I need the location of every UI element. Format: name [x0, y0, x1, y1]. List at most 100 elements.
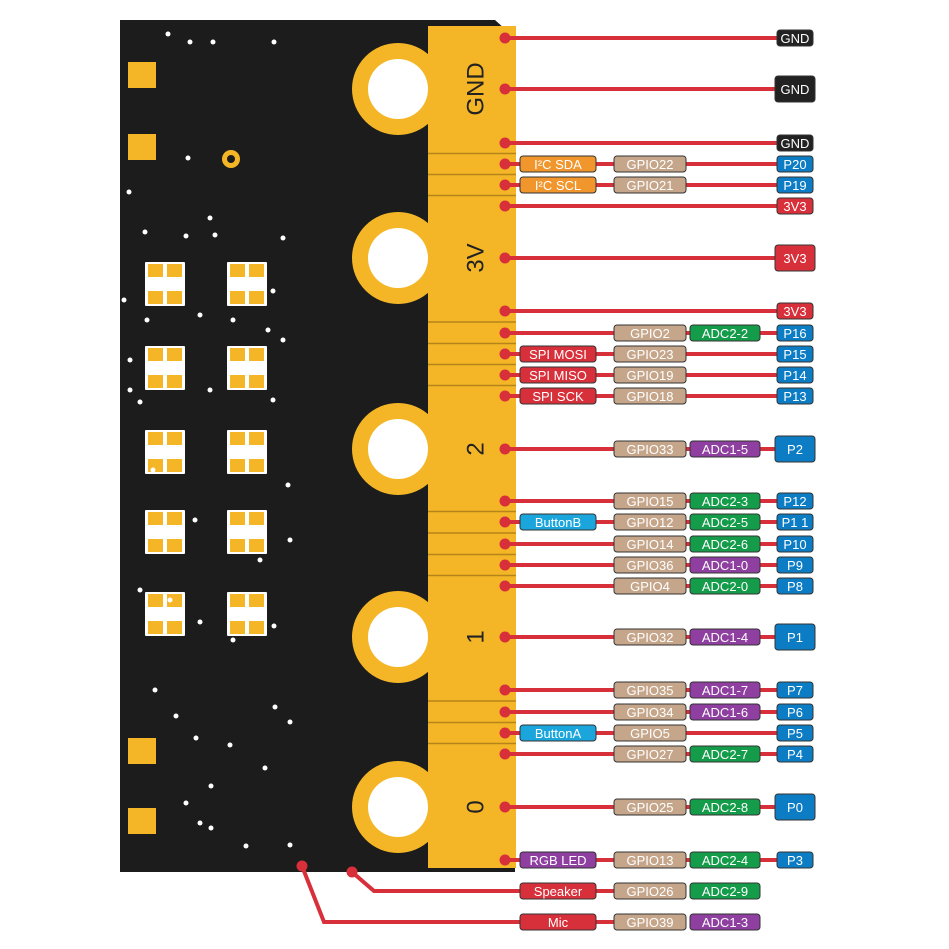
pin-label: 3V3 [783, 304, 806, 319]
peripheral-label-box [519, 513, 597, 531]
gpio-label-box [613, 176, 687, 194]
gpio-label-box [613, 535, 687, 553]
led-component [145, 430, 185, 474]
peripheral-label-box [519, 155, 597, 173]
adc-label-box [689, 492, 761, 510]
pin-label-box [776, 492, 814, 510]
via [265, 327, 271, 333]
adc-label: ADC2-0 [702, 579, 748, 594]
pin-label: P13 [783, 389, 806, 404]
gpio-label: GPIO5 [630, 726, 670, 741]
pad-label: 3V [463, 243, 490, 272]
pin-row: 3V3 [776, 302, 814, 320]
wire-dot [499, 538, 511, 550]
gpio-label-box [613, 556, 687, 574]
adc-label: ADC1-5 [702, 442, 748, 457]
wire-dot [499, 580, 511, 592]
via [280, 337, 286, 343]
via [208, 783, 214, 789]
via [152, 687, 158, 693]
peripheral-label-box [519, 913, 597, 931]
adc-label: ADC2-7 [702, 747, 748, 762]
led-component [227, 430, 267, 474]
gpio-label-box [613, 913, 687, 931]
pin-label: P8 [787, 579, 803, 594]
pin-label: P1 1 [782, 515, 809, 530]
pin-label-box [776, 513, 814, 531]
gpio-label: GPIO14 [627, 537, 674, 552]
wire-dot [499, 516, 511, 528]
pin-label-box [776, 176, 814, 194]
wire-dot [499, 305, 511, 317]
adc-label: ADC2-6 [702, 537, 748, 552]
led-component [145, 592, 185, 636]
smd-pad [128, 738, 156, 764]
adc-label-box [689, 628, 761, 646]
gpio-label: GPIO35 [627, 683, 674, 698]
via [185, 155, 191, 161]
pin-label-box [776, 535, 814, 553]
pin-label-box [774, 623, 816, 651]
pin-label: P5 [787, 726, 803, 741]
wire-dot [346, 866, 358, 878]
gpio-label-box [613, 745, 687, 763]
via [270, 397, 276, 403]
wire-dot [499, 327, 511, 339]
adc-label-box [689, 440, 761, 458]
adc-label: ADC2-4 [702, 853, 748, 868]
adc-label-box [689, 513, 761, 531]
pin-label-box [776, 134, 814, 152]
wire-dot [499, 179, 511, 191]
pad-label: 2 [463, 442, 490, 455]
pin-label: P3 [787, 853, 803, 868]
peripheral-label-box [519, 387, 597, 405]
via [271, 623, 277, 629]
pin-label-box [776, 556, 814, 574]
pin-label-box [776, 724, 814, 742]
wire-dot [499, 706, 511, 718]
gpio-label-box [613, 851, 687, 869]
mount-hole [368, 777, 428, 837]
wire-dot [499, 83, 511, 95]
via [150, 467, 156, 473]
pin-label: P4 [787, 747, 803, 762]
smd-pad [128, 808, 156, 834]
gpio-label-box [613, 628, 687, 646]
via [230, 317, 236, 323]
via [227, 742, 233, 748]
via [230, 637, 236, 643]
smd-pad [128, 62, 156, 88]
pin-label: P6 [787, 705, 803, 720]
wire [300, 865, 614, 924]
peripheral-label: SPI SCK [532, 389, 584, 404]
adc-label: ADC1-7 [702, 683, 748, 698]
pin-label-box [776, 703, 814, 721]
led-component [145, 510, 185, 554]
wire-dot [499, 443, 511, 455]
pin-label: P20 [783, 157, 806, 172]
gpio-label: GPIO15 [627, 494, 674, 509]
gpio-label: GPIO32 [627, 630, 674, 645]
adc-label: ADC1-3 [702, 915, 748, 930]
pin-label-box [774, 75, 816, 103]
adc-label-box [689, 703, 761, 721]
via [165, 31, 171, 37]
led-component [227, 592, 267, 636]
peripheral-label-box [519, 724, 597, 742]
pin-row: GND [776, 29, 814, 47]
wire-dot [499, 137, 511, 149]
pin-row: GND [776, 134, 814, 152]
wire-dot [499, 854, 511, 866]
via [137, 587, 143, 593]
pin-label-box [776, 345, 814, 363]
wire-dot [499, 631, 511, 643]
mount-hole [368, 607, 428, 667]
adc-label-box [689, 681, 761, 699]
gpio-label: GPIO36 [627, 558, 674, 573]
gpio-label: GPIO26 [627, 884, 674, 899]
